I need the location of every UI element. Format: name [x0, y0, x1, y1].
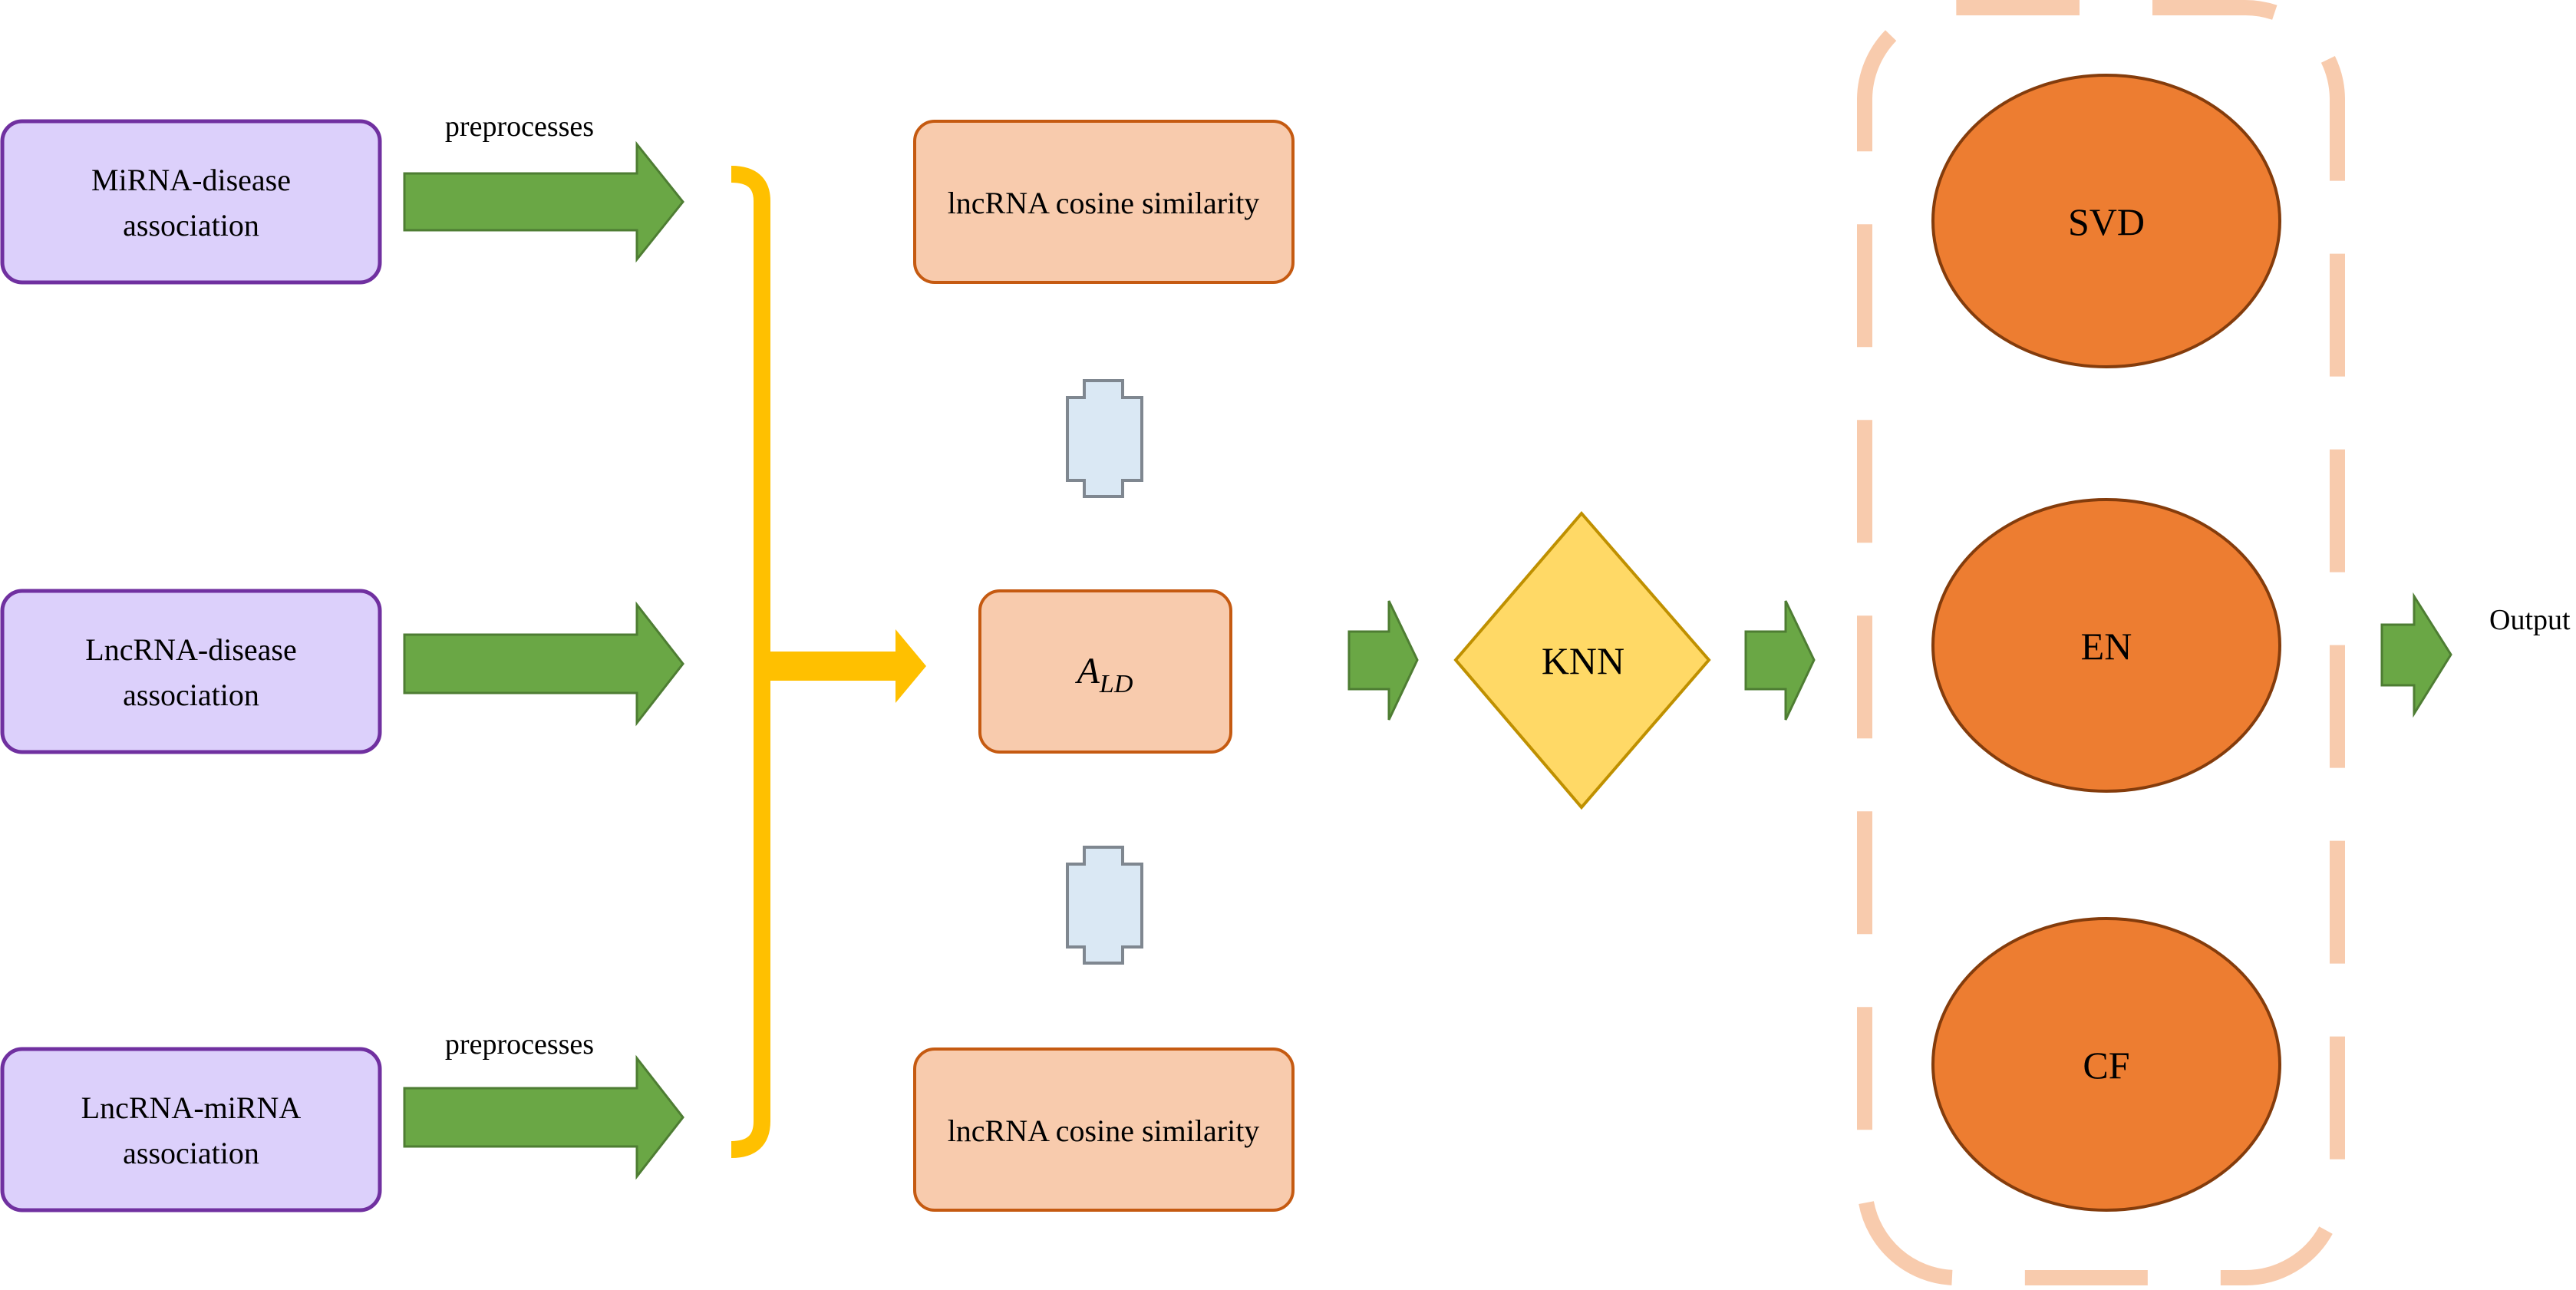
- arrow-label-bottom: preprocesses: [445, 1028, 594, 1061]
- input-lncrna-disease-line1: LncRNA-disease: [85, 632, 296, 667]
- knn-label: KNN: [1542, 639, 1624, 682]
- merge-bracket: [731, 166, 926, 1158]
- arrow-right-icon: [1347, 600, 1419, 721]
- arrow-right-icon: [762, 629, 926, 703]
- sim-box-top: lncRNA cosine similarity: [913, 120, 1295, 284]
- arrow-right-icon: [1744, 600, 1816, 721]
- input-lncrna-mirna: LncRNA-miRNA association: [0, 1047, 382, 1212]
- input-mirna-disease: MiRNA-disease association: [0, 119, 382, 285]
- svg-text:ALD: ALD: [1075, 651, 1133, 698]
- input-lncrna-disease: LncRNA-disease association: [0, 589, 382, 754]
- input-mirna-disease-line2: association: [123, 208, 259, 242]
- sim-box-bottom-label: lncRNA cosine similarity: [948, 1113, 1260, 1148]
- sim-box-top-label: lncRNA cosine similarity: [948, 186, 1260, 220]
- arrow-right-icon: [403, 140, 684, 263]
- output-label: Output: [2489, 604, 2571, 636]
- input-lncrna-disease-line2: association: [123, 678, 259, 712]
- arrow-label-top: preprocesses: [445, 111, 594, 143]
- model-en: EN: [1931, 498, 2281, 793]
- plus-connector-icon: [1066, 379, 1143, 498]
- model-cf: CF: [1931, 917, 2281, 1212]
- arrow-right-icon: [403, 601, 684, 727]
- input-lncrna-mirna-line1: LncRNA-miRNA: [81, 1090, 302, 1125]
- model-en-label: EN: [2081, 625, 2132, 668]
- knn-diamond: KNN: [1453, 510, 1711, 810]
- input-lncrna-mirna-line2: association: [123, 1136, 259, 1170]
- plus-connector-icon: [1066, 846, 1143, 965]
- ensemble-container: [1857, 0, 2345, 1285]
- ald-box: ALD: [978, 589, 1232, 754]
- input-mirna-disease-line1: MiRNA-disease: [91, 163, 291, 197]
- arrow-right-icon: [2380, 592, 2452, 718]
- model-cf-label: CF: [2083, 1044, 2129, 1087]
- ald-sub: LD: [1099, 670, 1133, 698]
- sim-box-bottom: lncRNA cosine similarity: [913, 1048, 1295, 1212]
- model-svd: SVD: [1931, 74, 2281, 368]
- model-svd-label: SVD: [2068, 200, 2145, 243]
- ald-main: A: [1075, 651, 1100, 691]
- arrow-right-icon: [403, 1054, 684, 1180]
